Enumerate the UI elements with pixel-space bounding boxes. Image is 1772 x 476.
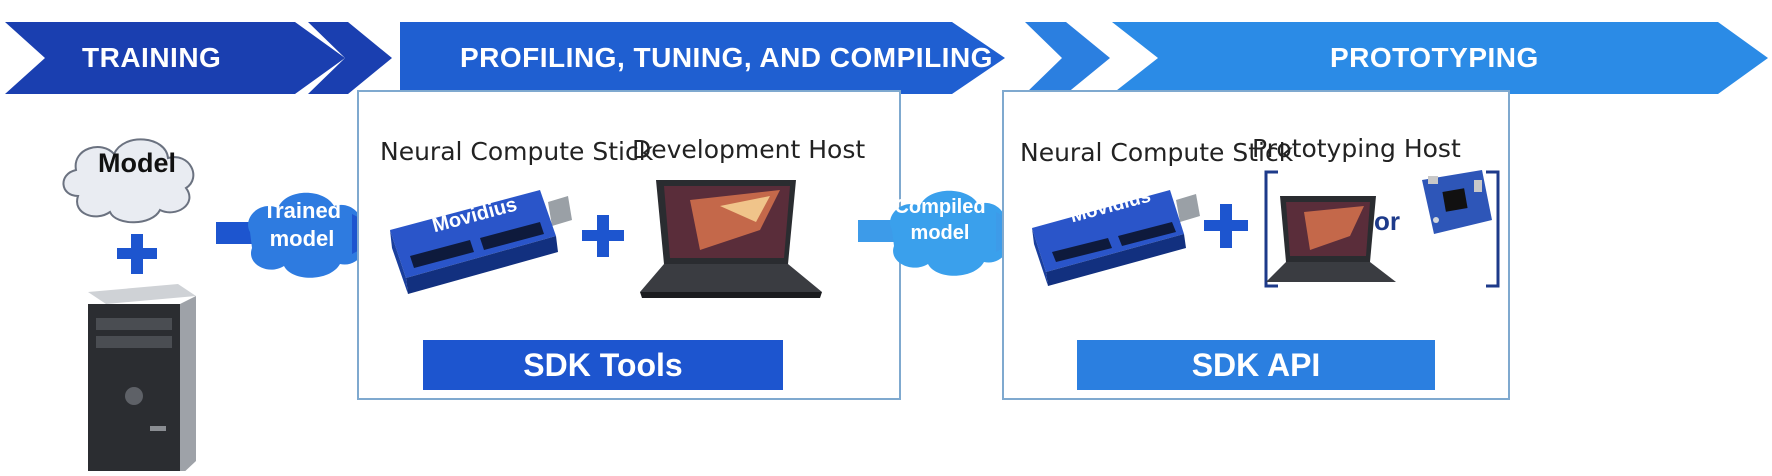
small-chevron-1	[308, 22, 392, 94]
prototyping-host-label: Prototyping Host	[1252, 134, 1461, 163]
sdk-tools-bar: SDK Tools	[423, 340, 783, 390]
prototyping-chevron	[1112, 22, 1768, 94]
model-cloud-icon	[62, 138, 195, 224]
left-bracket-icon	[1264, 170, 1278, 288]
compiled-line1: Compiled	[894, 196, 986, 218]
profiling-device-label: Neural Compute Stick	[380, 137, 654, 166]
profiling-plus-icon	[582, 215, 624, 257]
trained-line2: model	[269, 226, 335, 251]
development-laptop-icon	[640, 180, 822, 298]
stage-banner	[5, 22, 1768, 94]
stage-profiling-title: PROFILING, TUNING, AND COMPILING	[460, 42, 993, 73]
prototyping-stick-icon	[1032, 190, 1200, 286]
prototyping-plus-icon	[1204, 204, 1248, 248]
compiled-line2: model	[910, 222, 970, 244]
small-chevron-2	[1025, 22, 1110, 94]
profiling-graphics	[390, 180, 822, 298]
or-label: or	[1374, 206, 1400, 236]
training-chevron	[5, 22, 345, 94]
dev-board-icon	[1422, 170, 1492, 234]
prototyping-device-label: Neural Compute Stick	[1020, 138, 1294, 167]
prototyping-graphics	[1032, 170, 1500, 288]
stage-prototyping-title: PROTOTYPING	[1330, 42, 1539, 73]
sdk-api-bar: SDK API	[1077, 340, 1435, 390]
profiling-chevron	[400, 22, 1005, 94]
right-bracket-icon	[1486, 170, 1500, 288]
development-host-label: Development Host	[632, 135, 866, 164]
stage-training-title: TRAINING	[82, 42, 222, 73]
model-label: Model	[98, 148, 176, 178]
prototyping-laptop-icon	[1266, 196, 1396, 282]
training-graphics	[62, 138, 196, 476]
training-section: Model	[0, 96, 320, 476]
trained-line1: Trained	[262, 198, 342, 223]
training-plus-icon	[117, 234, 157, 274]
pc-tower-icon	[88, 284, 196, 476]
neural-compute-stick-icon	[390, 190, 572, 294]
